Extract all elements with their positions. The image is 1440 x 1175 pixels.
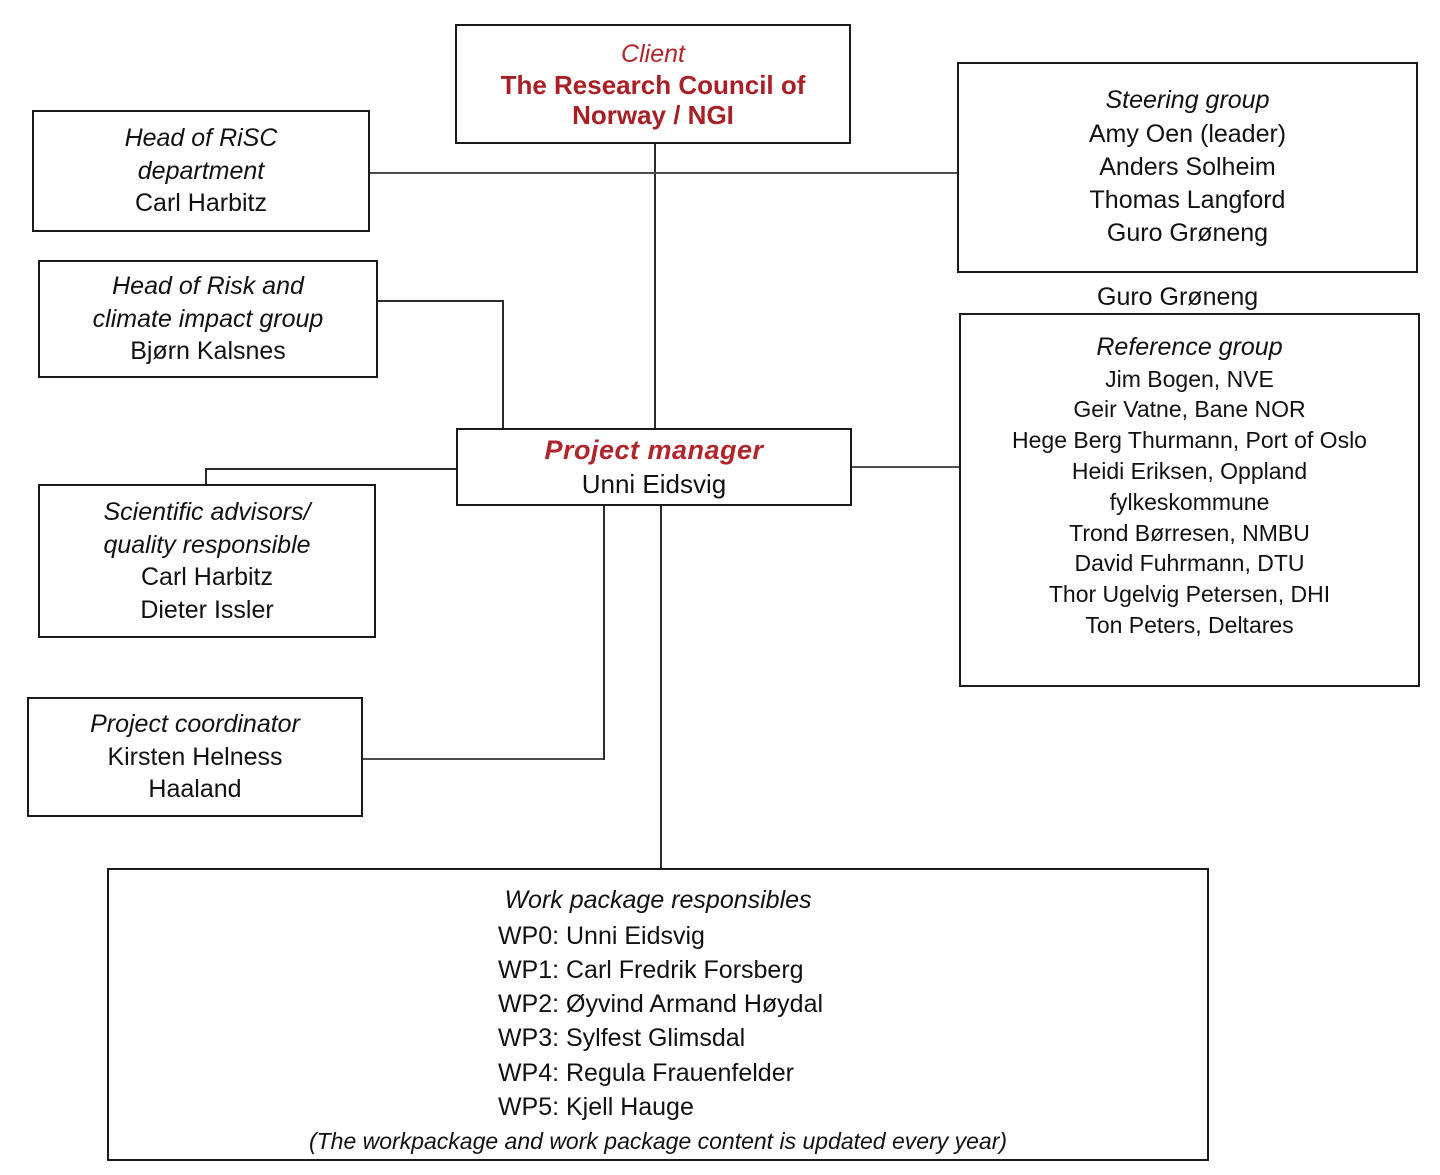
connector-pm-to-workpackages — [660, 505, 662, 870]
reference-group-member: Hege Berg Thurmann, Port of Oslo — [1012, 427, 1367, 454]
head-of-risc-role-line-1: Head of RiSC — [124, 124, 278, 153]
connector-risc-to-steering — [370, 172, 959, 174]
head-of-risk-name: Bjørn Kalsnes — [130, 337, 286, 366]
head-of-risk-box[interactable]: Head of Risk and climate impact group Bj… — [38, 260, 378, 378]
work-package-note: (The workpackage and work package conten… — [308, 1128, 1008, 1154]
work-package-title: Work package responsibles — [504, 886, 812, 914]
client-name-line-1: The Research Council of — [500, 70, 806, 101]
advisors-role-line-1: Scientific advisors/ — [103, 498, 311, 526]
connector-coordinator-right — [363, 758, 605, 760]
advisors-role-line-2: quality responsible — [103, 530, 311, 559]
connector-pm-to-reference — [850, 466, 961, 468]
reference-group-title: Reference group — [1096, 333, 1283, 361]
project-manager-role: Project manager — [544, 434, 764, 465]
head-of-risc-name: Carl Harbitz — [135, 189, 267, 218]
work-package-item: WP1: Carl Fredrik Forsberg — [497, 955, 804, 984]
steering-group-member: Amy Oen (leader) — [1088, 119, 1287, 148]
project-coordinator-box[interactable]: Project coordinator Kirsten Helness Haal… — [27, 697, 363, 817]
connector-client-to-pm — [654, 100, 656, 430]
head-of-risc-role-line-2: department — [137, 156, 265, 185]
reference-group-member: Geir Vatne, Bane NOR — [1073, 396, 1306, 423]
steering-group-member: Guro Grøneng — [1106, 219, 1269, 248]
reference-group-member: Thor Ugelvig Petersen, DHI — [1048, 581, 1331, 608]
work-package-item: WP3: Sylfest Glimsdal — [497, 1024, 746, 1053]
scientific-advisors-box[interactable]: Scientific advisors/ quality responsible… — [38, 484, 376, 638]
client-name-line-2: Norway / NGI — [572, 100, 734, 131]
client-role: Client — [621, 39, 685, 68]
connector-coordinator-up — [603, 506, 605, 760]
reference-group-member: Jim Bogen, NVE — [1105, 365, 1274, 392]
steering-group-title: Steering group — [1105, 86, 1270, 115]
head-of-risk-role-line-2: climate impact group — [92, 304, 324, 333]
reference-group-member: Trond Børresen, NMBU — [1069, 519, 1310, 546]
head-of-risk-role-line-1: Head of Risk and — [112, 272, 304, 301]
advisors-name-1: Carl Harbitz — [141, 563, 273, 591]
connector-advisors-right — [205, 468, 458, 470]
coordinator-role: Project coordinator — [90, 710, 300, 739]
work-package-item: WP2: Øyvind Armand Høydal — [497, 990, 824, 1018]
reference-group-member: Ton Peters, Deltares — [1085, 612, 1294, 638]
client-box[interactable]: Client The Research Council of Norway / … — [455, 24, 851, 144]
coordinator-name-line-1: Kirsten Helness — [107, 742, 283, 771]
reference-group-box[interactable]: Reference group Jim Bogen, NVE Geir Vatn… — [959, 313, 1420, 687]
loose-label-guro-groneng: Guro Grøneng — [1097, 283, 1259, 311]
reference-group-member: fylkeskommune — [1109, 488, 1270, 515]
work-package-item: WP0: Unni Eidsvig — [497, 921, 705, 950]
coordinator-name-line-2: Haaland — [148, 775, 242, 804]
reference-group-member: David Fuhrmann, DTU — [1074, 550, 1305, 577]
reference-group-member: Heidi Eriksen, Oppland — [1071, 457, 1308, 484]
head-of-risc-box[interactable]: Head of RiSC department Carl Harbitz — [32, 110, 370, 232]
steering-group-box[interactable]: Steering group Amy Oen (leader) Anders S… — [957, 62, 1418, 273]
work-package-list: WP0: Unni Eidsvig WP1: Carl Fredrik Fors… — [498, 919, 823, 1125]
project-manager-box[interactable]: Project manager Unni Eidsvig — [456, 428, 852, 506]
connector-risk-down — [502, 300, 504, 430]
steering-group-member: Anders Solheim — [1099, 152, 1276, 181]
work-package-item: WP5: Kjell Hauge — [497, 1092, 694, 1121]
project-manager-name: Unni Eidsvig — [581, 468, 727, 499]
work-package-responsibles-box[interactable]: Work package responsibles WP0: Unni Eids… — [107, 868, 1209, 1161]
advisors-name-2: Dieter Issler — [140, 595, 274, 624]
connector-advisors-up — [205, 468, 207, 486]
work-package-item: WP4: Regula Frauenfelder — [497, 1058, 794, 1087]
steering-group-member: Thomas Langford — [1089, 186, 1286, 215]
connector-risk-right — [378, 300, 504, 302]
